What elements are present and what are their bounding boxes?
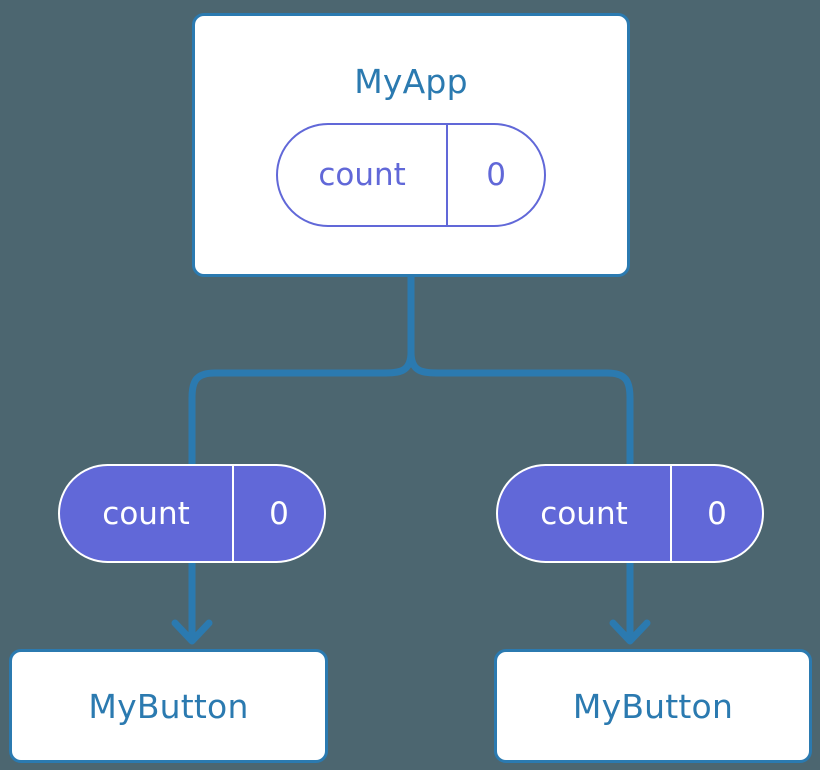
component-title-mybutton: MyButton	[88, 686, 249, 726]
state-pill-myapp[interactable]: count 0	[276, 123, 546, 227]
prop-pill-right[interactable]: count 0	[496, 464, 764, 563]
component-node-myapp[interactable]: MyApp count 0	[192, 13, 630, 277]
prop-key: count	[540, 495, 628, 532]
component-title-mybutton: MyButton	[572, 686, 734, 726]
state-key: count	[318, 157, 406, 193]
prop-value: 0	[232, 466, 324, 561]
component-node-mybutton-right[interactable]: MyButton	[494, 649, 812, 763]
component-node-mybutton-left[interactable]: MyButton	[9, 649, 328, 763]
prop-pill-left[interactable]: count 0	[58, 464, 326, 563]
arrowhead-left	[171, 619, 213, 645]
component-title-myapp: MyApp	[354, 62, 468, 101]
branch-right	[407, 351, 634, 466]
arrowhead-right	[609, 619, 651, 645]
branch-left	[188, 351, 415, 466]
prop-value: 0	[670, 466, 762, 561]
prop-key: count	[102, 495, 190, 532]
state-value: 0	[446, 125, 544, 225]
